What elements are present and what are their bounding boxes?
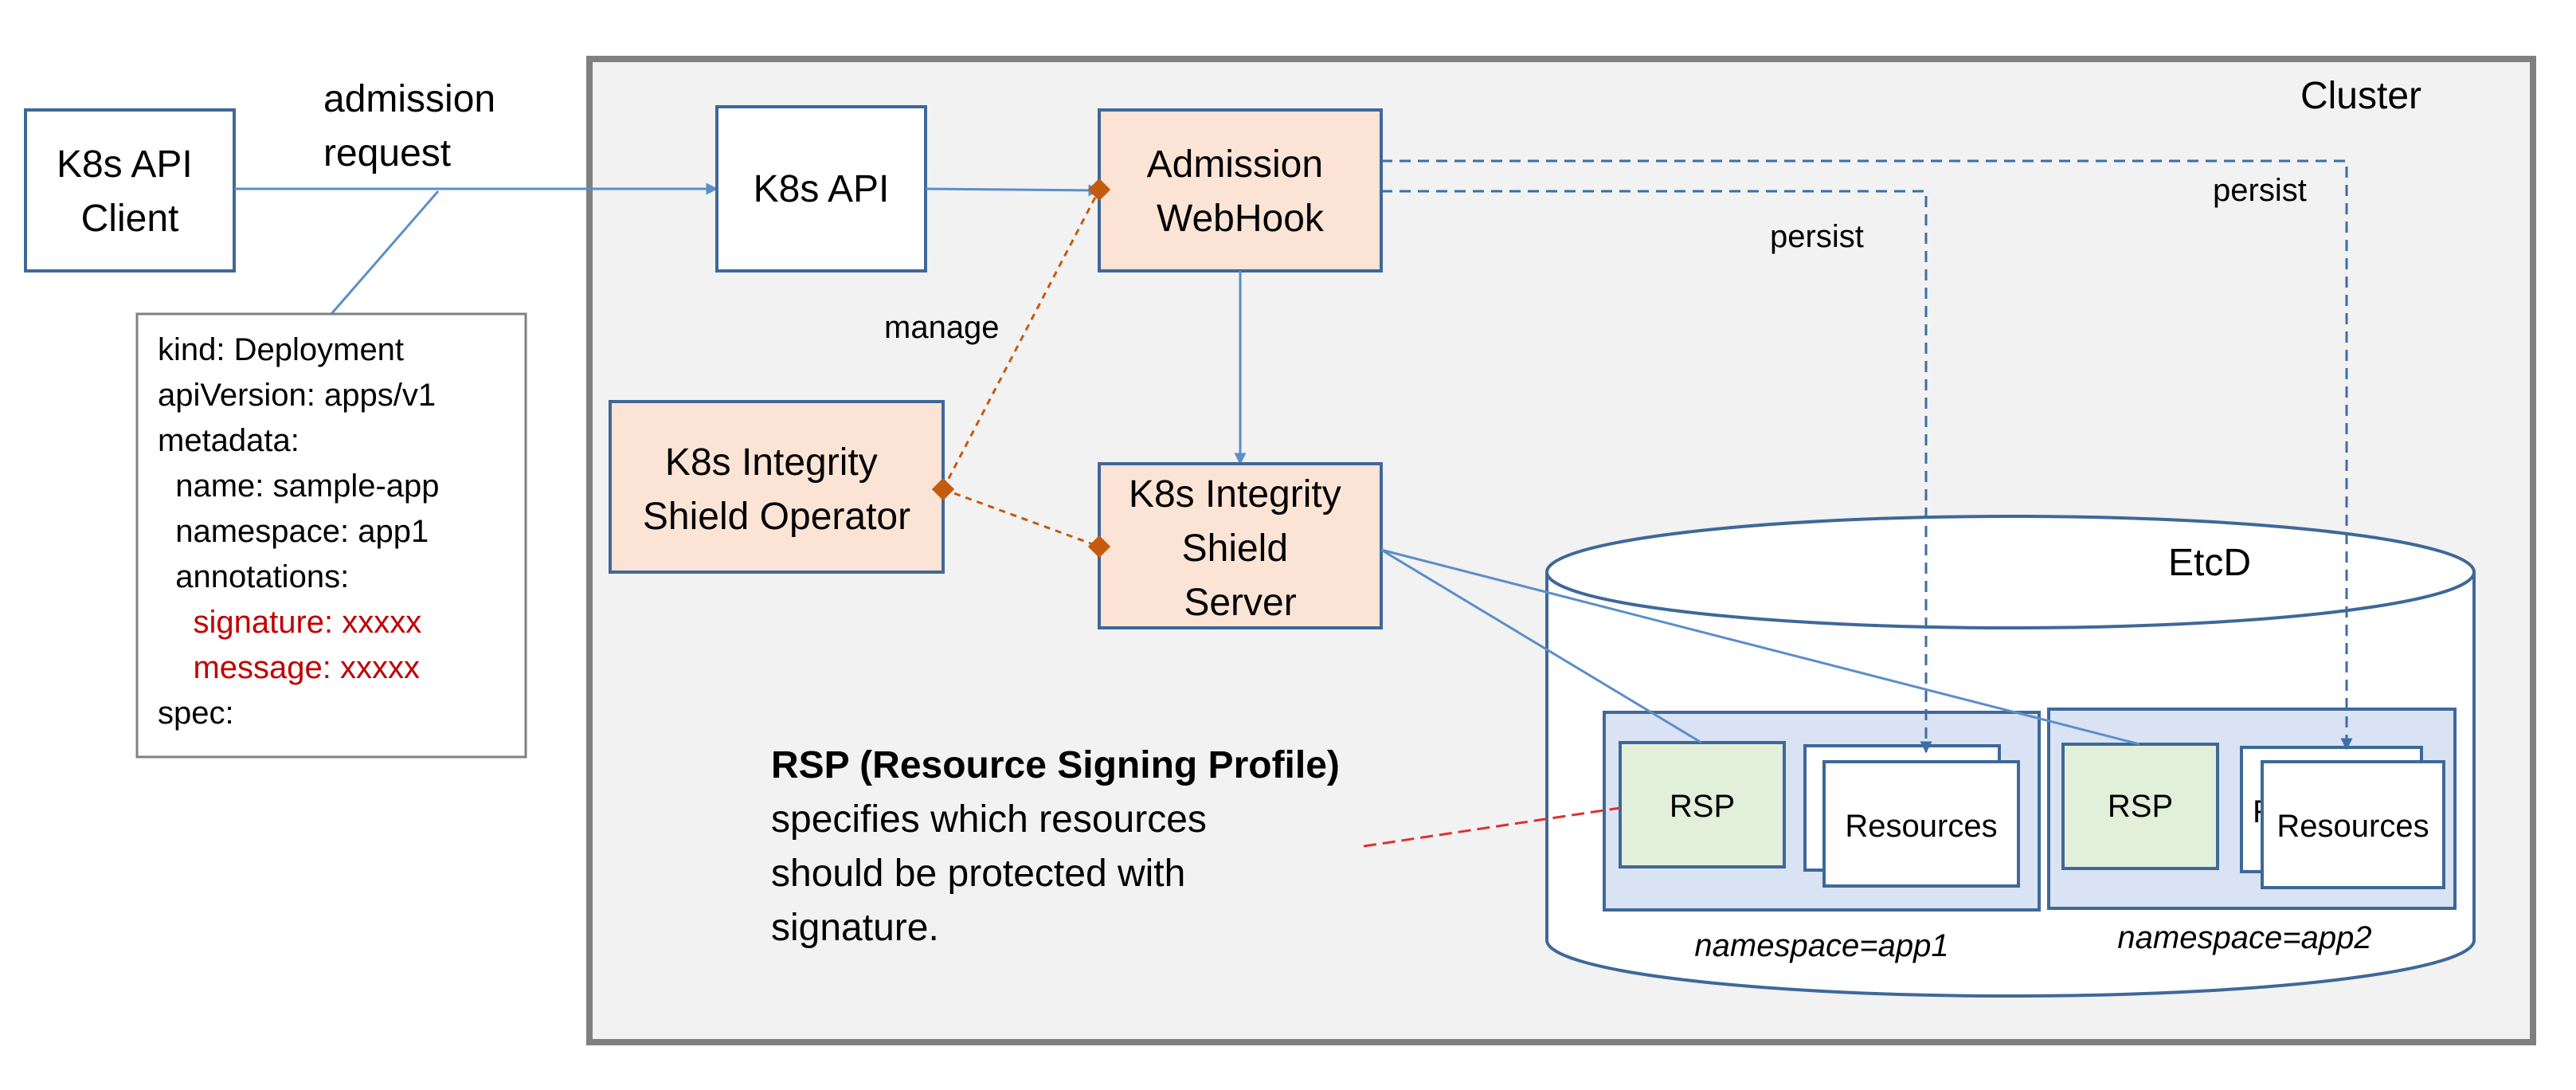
rsp-app1-label: RSP	[1670, 789, 1735, 824]
server-to-rsp-app1-line	[1380, 548, 1702, 744]
etcd-label: EtcD	[2168, 542, 2251, 584]
manage-endpoint-webhook	[1087, 178, 1111, 202]
manifest-line-kind: kind: Deployment	[158, 332, 404, 367]
k8s-api-client-label: K8s API Client	[57, 143, 203, 240]
resources-app1-label: Resources	[1845, 809, 1997, 844]
persist-arrow-app2	[1381, 159, 2353, 751]
resources-app1-front	[1822, 760, 2020, 888]
persist-label-app2: persist	[2213, 173, 2307, 208]
k8s-api-client-box	[24, 108, 236, 272]
rsp-note-text: RSP (Resource Signing Profile) specifies…	[771, 744, 1350, 949]
manifest-line-apiversion: apiVersion: apps/v1	[158, 378, 436, 413]
manifest-line-metadata: metadata:	[158, 423, 299, 458]
k8s-api-label: K8s API	[754, 168, 890, 210]
manifest-line-signature: signature: xxxxx	[158, 605, 421, 640]
manifest-box	[135, 312, 527, 759]
manifest-line-annotations: annotations:	[158, 559, 349, 594]
rsp-note-title: RSP (Resource Signing Profile)	[771, 744, 1340, 786]
k8s-api-box	[715, 105, 927, 272]
namespace-app1-label: namespace=app1	[1694, 928, 1948, 963]
manifest-line-spec: spec:	[158, 696, 234, 731]
resources-app2-label: Resources	[2277, 809, 2429, 844]
server-to-rsp-app2-line	[1380, 548, 2140, 746]
manifest-text: kind: Deployment apiVersion: apps/v1 met…	[0, 0, 483, 731]
manage-endpoint-server	[1087, 535, 1111, 559]
persist-label-app1: persist	[1770, 219, 1864, 254]
rsp-note-pointer-line	[1363, 806, 1621, 848]
manifest-callout-line	[330, 190, 440, 315]
manage-label: manage	[884, 310, 1000, 345]
manage-endpoint-operator	[931, 477, 955, 501]
rsp-app2-label: RSP	[2108, 789, 2173, 824]
admission-webhook-label: Admission WebHook	[1147, 143, 1334, 240]
arrow-api-to-webhook	[925, 184, 1101, 197]
etcd-cylinder-top	[1545, 515, 2476, 629]
integrity-shield-server-box	[1098, 462, 1383, 629]
rsp-app2-box	[2061, 743, 2219, 870]
manifest-line-namespace: namespace: app1	[158, 514, 429, 549]
rsp-app1-box	[1619, 741, 1786, 868]
admission-request-label: admission request	[323, 78, 506, 174]
integrity-shield-server-label: K8s Integrity Shield Server	[1129, 473, 1352, 624]
integrity-shield-operator-label: K8s Integrity Shield Operator	[643, 441, 910, 538]
manifest-line-message: message: xxxxx	[158, 650, 420, 685]
admission-webhook-box	[1098, 108, 1383, 272]
integrity-shield-operator-box	[609, 400, 945, 574]
manifest-line-name: name: sample-app	[158, 469, 440, 504]
namespace-app2-label: namespace=app2	[2117, 920, 2371, 955]
manage-connector	[942, 189, 1101, 548]
cluster-label: Cluster	[2300, 75, 2421, 117]
persist-arrow-app1	[1381, 190, 1932, 754]
resources-app2-front	[2261, 760, 2445, 889]
